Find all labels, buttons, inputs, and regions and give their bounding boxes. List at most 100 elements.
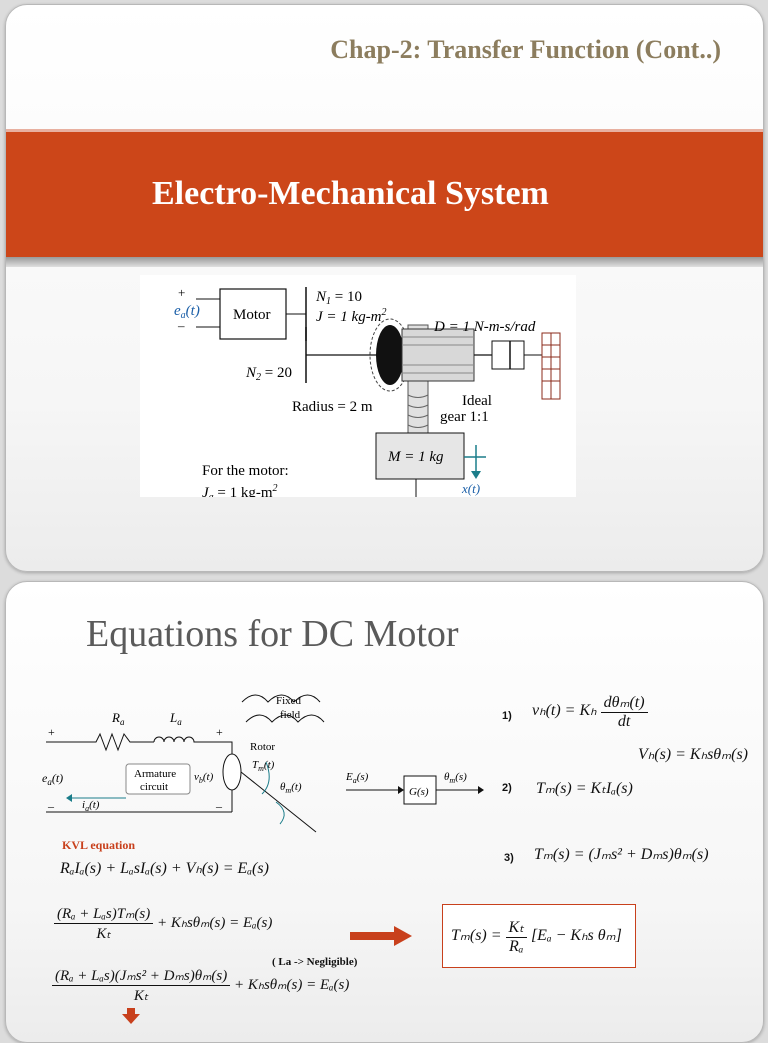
ea-arg: (t) <box>52 771 63 785</box>
eq2: Tₘ(s) = KₜIₐ(s) <box>536 780 633 797</box>
down-arrow-icon <box>122 1008 140 1024</box>
block-in-arg: (s) <box>357 771 369 783</box>
minus-left: – <box>47 799 55 813</box>
resistor <box>46 732 154 752</box>
deriv1-den: Kₜ <box>96 926 111 942</box>
j-sup: 2 <box>382 307 387 318</box>
svg-text:ia(t): ia(t) <box>82 799 100 813</box>
tm-sub: m <box>258 764 264 773</box>
gs-label: G(s) <box>409 786 429 798</box>
svg-text:La: La <box>169 710 182 727</box>
chapter-title: Chap-2: Transfer Function (Cont..) <box>330 35 721 64</box>
armature-label: Armature <box>134 768 176 780</box>
plus-left: + <box>48 725 55 739</box>
field-coil <box>241 694 325 723</box>
eq3-number: 3) <box>504 852 514 864</box>
n1-value: = 10 <box>331 289 362 305</box>
kvl-label: KVL equation <box>62 838 136 852</box>
field-label: field <box>280 709 301 721</box>
ja-sup: 2 <box>273 483 278 494</box>
n2-value: = 20 <box>261 365 292 381</box>
gear-cylinder <box>401 328 475 382</box>
svg-text:ea(t): ea(t) <box>42 771 63 787</box>
plus-right: + <box>216 725 223 739</box>
eq1-frac-num: dθₘ(t) <box>600 692 648 713</box>
fixed-label: Fixed <box>276 695 302 707</box>
derivation-2: (Rₐ + Lₐs)(Jₘs² + Dₘs)θₘ(s)Kₜ + Kₕsθₘ(s)… <box>52 966 349 1005</box>
deriv1-num: (Rₐ + Lₐs)Tₘ(s) <box>54 904 154 924</box>
ea-symbol: e <box>42 771 48 785</box>
slide-dc-motor-equations: Equations for DC Motor Ra La + + – – ea(… <box>5 581 764 1043</box>
vb-symbol: v <box>194 771 199 783</box>
block-out: θ <box>444 771 450 783</box>
svg-text:ea(t): ea(t) <box>174 303 200 321</box>
ra-sub: a <box>120 717 125 727</box>
slide-electro-mechanical: Chap-2: Transfer Function (Cont..) Elect… <box>5 4 764 572</box>
svg-text:N2 = 20: N2 = 20 <box>245 365 292 383</box>
svg-text:D = 1 N-m-s/rad: D = 1 N-m-s/rad <box>433 319 536 335</box>
theta-sub: m <box>285 786 291 795</box>
tm-arg: (t) <box>264 759 275 771</box>
n1-sub: 1 <box>326 296 331 307</box>
svg-text:N1 = 10: N1 = 10 <box>315 289 362 307</box>
electro-mechanical-figure: + – ea(t) Motor N1 = 10 J = 1 kg-m2 N2 =… <box>140 275 576 497</box>
deriv2-rest: + Kₕsθₘ(s) = Eₐ(s) <box>234 976 350 993</box>
vb-sub: b <box>199 776 203 785</box>
ia-arg: (t) <box>89 799 100 811</box>
result-den: Rₐ <box>509 938 524 955</box>
theta-arg: (t) <box>291 781 302 793</box>
mass-label: M = 1 kg <box>387 449 444 465</box>
d-label: D = 1 N-m-s/rad <box>433 319 536 335</box>
svg-text:vb(t): vb(t) <box>194 771 214 785</box>
inductor <box>153 736 233 754</box>
eq1-number: 1) <box>502 710 512 722</box>
tm-symbol: T <box>252 759 259 771</box>
ideal-label: Ideal <box>462 393 492 409</box>
rotor-label: Rotor <box>250 741 275 753</box>
gear-label: gear 1:1 <box>440 409 489 425</box>
svg-text:θm(s): θm(s) <box>444 771 467 785</box>
band-shadow <box>6 257 763 267</box>
motor-label: Motor <box>233 307 271 323</box>
ia-sub: a <box>85 804 89 813</box>
motor-symbol <box>222 753 242 791</box>
input-arg: (t) <box>186 303 200 319</box>
eq2-number: 2) <box>502 782 512 794</box>
circuit-label: circuit <box>140 781 168 793</box>
n1-symbol: N <box>315 289 327 305</box>
input-symbol: e <box>174 303 181 319</box>
armature-box <box>125 763 191 795</box>
right-arrow-icon <box>350 926 412 946</box>
n2-symbol: N <box>245 365 257 381</box>
j-label: J = 1 kg-m <box>316 309 382 325</box>
ja-value: = 1 kg-m <box>214 485 273 497</box>
svg-text:Tm(t): Tm(t) <box>252 759 275 773</box>
svg-text:J = 1 kg-m2: J = 1 kg-m2 <box>316 307 387 325</box>
theta-symbol: θ <box>280 781 286 793</box>
section-title: Electro-Mechanical System <box>152 175 549 212</box>
minus-right: – <box>215 799 223 813</box>
dc-motor-circuit: Ra La + + – – ea(t) Armature circuit ia(… <box>42 694 325 833</box>
ja-symbol: J <box>202 485 210 497</box>
negligible-note: ( La -> Negligible) <box>272 956 358 968</box>
x-label: x(t) <box>461 481 480 496</box>
plus-sign: + <box>178 285 185 300</box>
title-band <box>6 129 763 258</box>
damper <box>491 340 525 370</box>
block-in: E <box>346 771 353 783</box>
mass-block <box>375 432 465 480</box>
svg-text:θm(t): θm(t) <box>280 781 302 795</box>
ea-sub: a <box>47 777 52 787</box>
radius-label: Radius = 2 m <box>292 399 373 415</box>
derivation-1: (Rₐ + Lₐs)Tₘ(s)Kₜ + Kₕsθₘ(s) = Eₐ(s) <box>54 904 272 943</box>
minus-sign: – <box>177 318 185 333</box>
slide-title: Equations for DC Motor <box>86 613 459 655</box>
result-num: Kₜ <box>505 917 527 938</box>
svg-text:Ea(s): Ea(s) <box>346 771 369 785</box>
la-symbol: L <box>169 710 177 725</box>
eq3: Tₘ(s) = (Jₘs² + Dₘs)θₘ(s) <box>534 846 709 863</box>
eq1b: Vₕ(s) = Kₕsθₘ(s) <box>638 746 748 763</box>
block-in-sub: a <box>353 776 357 785</box>
ja-sub: a <box>209 492 214 497</box>
